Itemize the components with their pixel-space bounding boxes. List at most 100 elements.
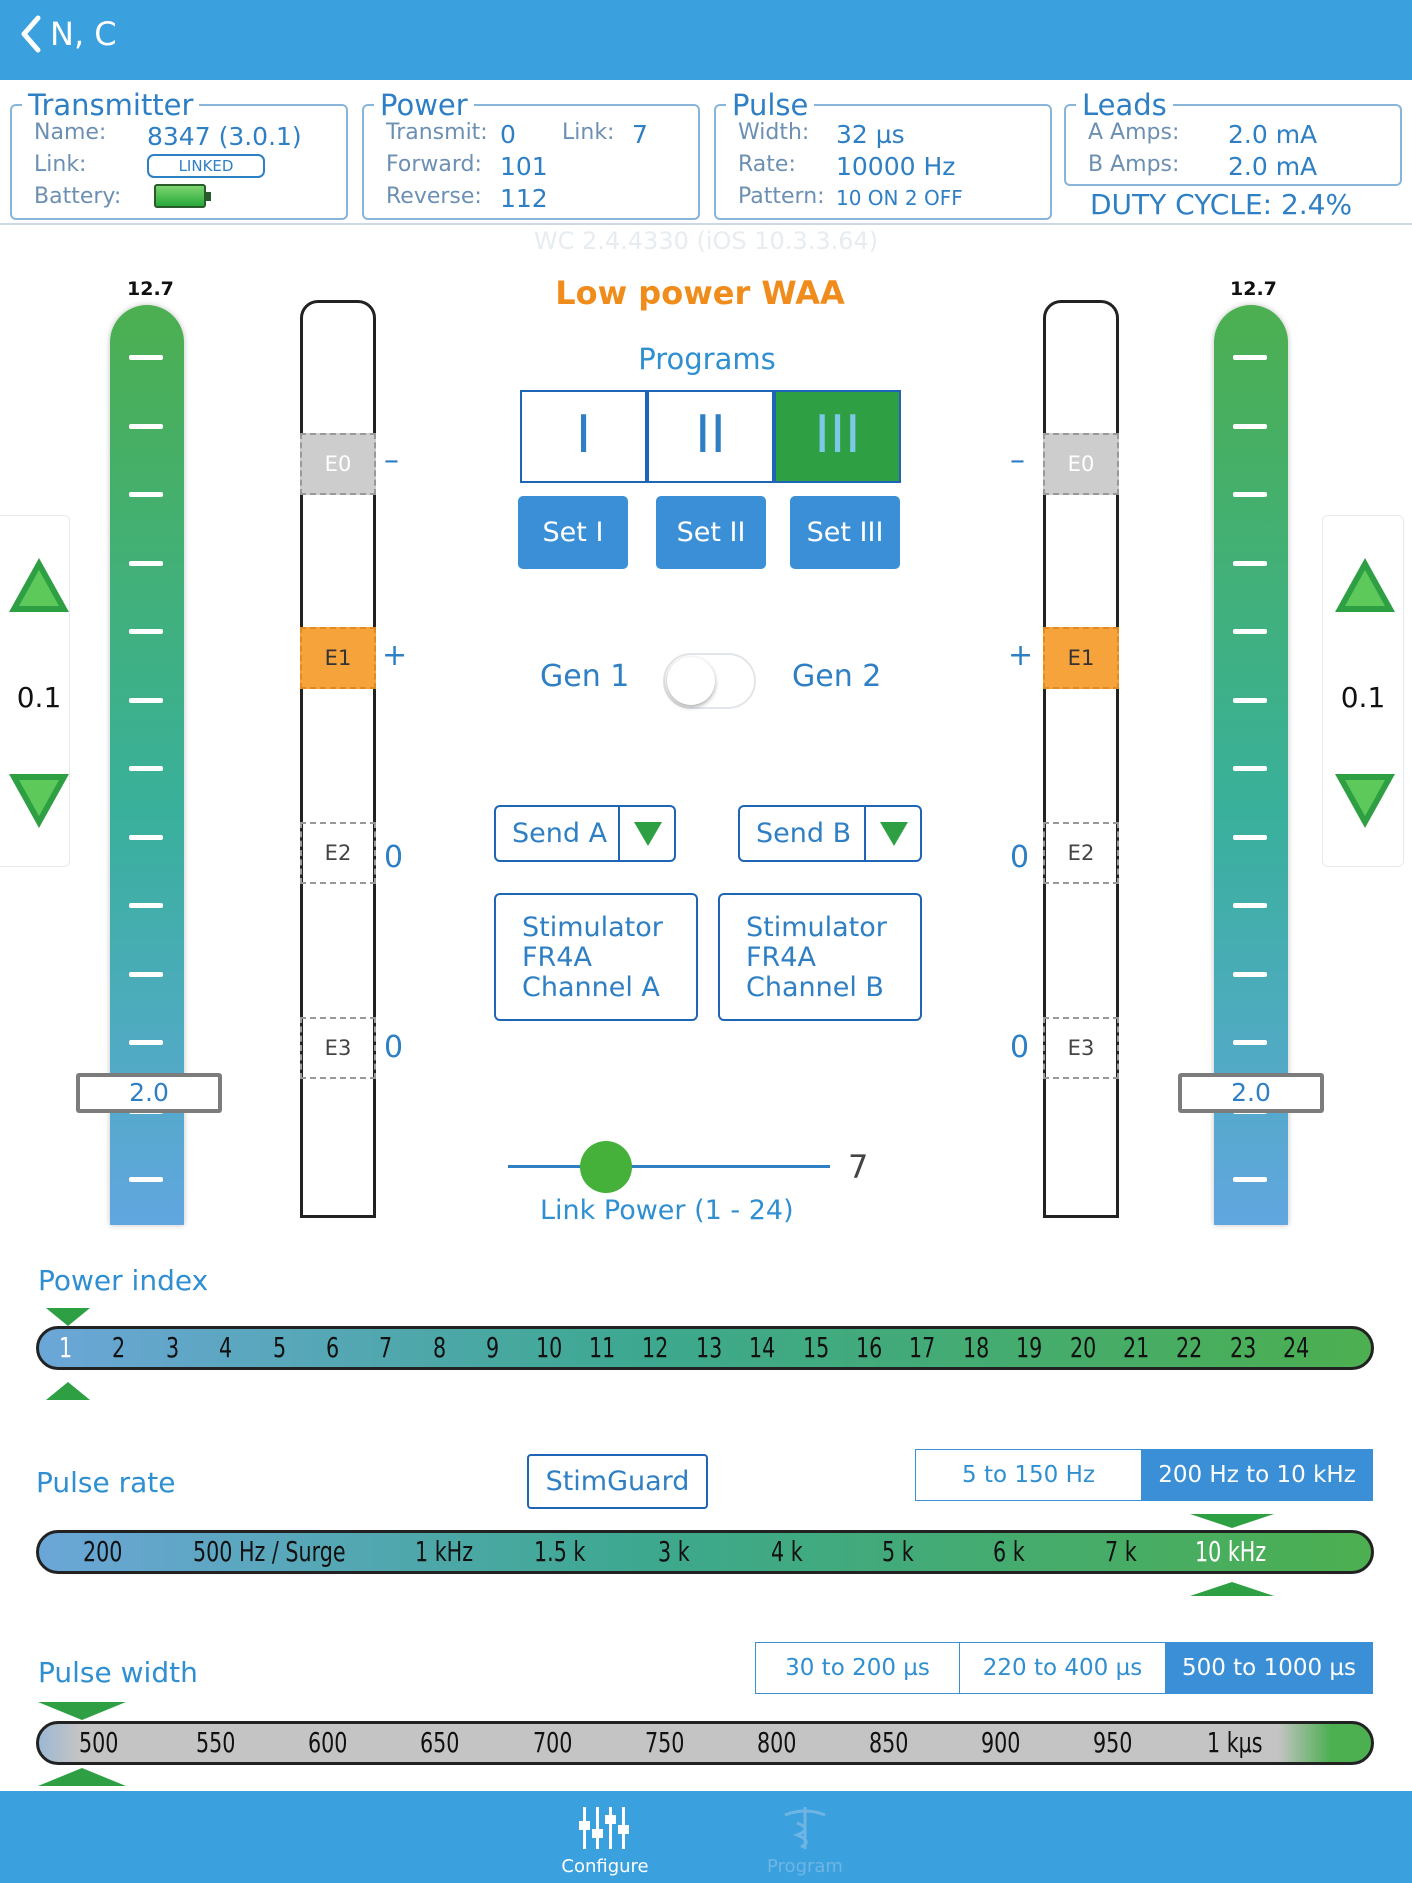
slider-tick [1233,355,1267,360]
pulse-width-option[interactable]: 550 [196,1726,236,1759]
pulse-panel: Pulse Width: 32 µs Rate: 10000 Hz Patter… [714,89,1052,220]
right-slider-thumb[interactable]: 2.0 [1178,1073,1324,1113]
increase-arrow-icon[interactable] [1333,556,1397,614]
pulse-rate-bar[interactable]: 200 500 Hz / Surge 1 kHz 1.5 k 3 k 4 k 5 k 6 k 7… [36,1530,1374,1574]
link-power-thumb[interactable] [580,1141,632,1193]
power-index-option[interactable]: 7 [379,1331,393,1364]
electrode-e2-left[interactable]: E2 [300,822,376,884]
right-slider-max: 12.7 [1230,278,1277,300]
power-index-option[interactable]: 8 [432,1331,446,1364]
rate-range-high[interactable]: 200 Hz to 10 kHz [1142,1450,1372,1500]
width-label: Width: [738,120,810,145]
power-index-option[interactable]: 14 [749,1331,776,1364]
send-a-button[interactable]: Send A [494,805,620,862]
pulse-width-range-selector: 30 to 200 µs 220 to 400 µs 500 to 1000 µ… [755,1642,1373,1694]
slider-tick [1233,766,1267,771]
left-slider-thumb[interactable]: 2.0 [76,1073,222,1113]
pulse-width-option[interactable]: 850 [869,1726,909,1759]
power-index-option[interactable]: 17 [909,1331,936,1364]
power-index-option[interactable]: 12 [642,1331,669,1364]
power-index-option[interactable]: 16 [856,1331,883,1364]
power-index-option[interactable]: 4 [219,1331,233,1364]
pulse-width-option[interactable]: 600 [308,1726,348,1759]
power-title: Power [374,89,474,121]
decrease-arrow-icon[interactable] [7,772,71,830]
pulse-width-option[interactable]: 700 [533,1726,573,1759]
pulse-width-option[interactable]: 900 [981,1726,1021,1759]
increase-arrow-icon[interactable] [7,556,71,614]
pulse-width-bar[interactable]: 500 550 600 650 700 750 800 850 900 950 1 kµs [36,1721,1374,1765]
power-index-option[interactable]: 3 [165,1331,179,1364]
power-index-option[interactable]: 15 [802,1331,829,1364]
power-index-option[interactable]: 11 [589,1331,616,1364]
pulse-rate-option[interactable]: 10 kHz [1195,1535,1267,1568]
pulse-rate-option[interactable]: 4 k [771,1535,803,1568]
generator-toggle[interactable] [663,653,756,709]
forward-value: 101 [500,152,548,181]
right-amplitude-slider[interactable] [1214,305,1288,1225]
stimulator-b-card[interactable]: Stimulator FR4A Channel B [718,893,922,1021]
power-index-option[interactable]: 23 [1229,1331,1257,1364]
pulse-width-option[interactable]: 1 kµs [1207,1726,1263,1759]
electrode-e1-right[interactable]: E1 [1043,627,1119,689]
electrode-e3-right[interactable]: E3 [1043,1017,1119,1079]
stimguard-button[interactable]: StimGuard [527,1454,708,1509]
pulse-rate-option[interactable]: 6 k [993,1535,1025,1568]
width-range-mid[interactable]: 220 to 400 µs [960,1643,1166,1693]
pattern-label: Pattern: [738,184,825,209]
electrode-e0-left[interactable]: E0 [300,433,376,495]
power-index-option[interactable]: 18 [962,1331,990,1364]
link-power-slider[interactable] [508,1165,830,1168]
stimulator-a-card[interactable]: Stimulator FR4A Channel A [494,893,698,1021]
back-button[interactable]: N, C [18,14,117,54]
tab-program[interactable]: Program [745,1805,865,1877]
top-bar: N, C [0,0,1412,80]
pulse-width-option[interactable]: 650 [420,1726,460,1759]
pulse-rate-option[interactable]: 7 k [1105,1535,1137,1568]
decrease-arrow-icon[interactable] [1333,772,1397,830]
send-a-dropdown[interactable] [618,805,676,862]
pulse-rate-option[interactable]: 5 k [882,1535,914,1568]
send-b-button[interactable]: Send B [738,805,866,862]
left-step-value: 0.1 [16,681,62,714]
width-range-high[interactable]: 500 to 1000 µs [1166,1643,1372,1693]
power-index-option[interactable]: 22 [1176,1331,1203,1364]
power-index-option[interactable]: 19 [1016,1331,1043,1364]
power-index-option[interactable]: 24 [1283,1331,1310,1364]
program-ii-button[interactable]: II [647,390,774,483]
power-index-option[interactable]: 9 [486,1331,500,1364]
set-iii-button[interactable]: Set III [790,496,900,569]
pulse-rate-option[interactable]: 1.5 k [534,1535,586,1568]
pulse-rate-option[interactable]: 200 [83,1535,123,1568]
power-index-option[interactable]: 20 [1069,1331,1096,1364]
set-i-button[interactable]: Set I [518,496,628,569]
pulse-rate-option[interactable]: 500 Hz / Surge [193,1535,346,1568]
electrode-e1-left[interactable]: E1 [300,627,376,689]
left-amplitude-slider[interactable] [110,305,184,1225]
power-index-option[interactable]: 10 [535,1331,562,1364]
send-b-dropdown[interactable] [864,805,922,862]
power-index-option[interactable]: 5 [272,1331,286,1364]
power-index-option[interactable]: 2 [112,1331,126,1364]
set-ii-button[interactable]: Set II [656,496,766,569]
rate-range-low[interactable]: 5 to 150 Hz [916,1450,1142,1500]
pulse-width-option[interactable]: 500 [79,1726,119,1759]
electrode-e2-right[interactable]: E2 [1043,822,1119,884]
power-index-option[interactable]: 6 [326,1331,340,1364]
pulse-width-option[interactable]: 800 [757,1726,797,1759]
electrode-e0-right[interactable]: E0 [1043,433,1119,495]
tab-configure[interactable]: Configure [545,1805,665,1877]
power-index-option[interactable]: 1 [59,1331,73,1364]
pulse-rate-option[interactable]: 1 kHz [415,1535,474,1568]
width-range-low[interactable]: 30 to 200 µs [756,1643,960,1693]
program-iii-button[interactable]: III [774,390,901,483]
pulse-rate-option[interactable]: 3 k [658,1535,690,1568]
power-index-option[interactable]: 13 [695,1331,723,1364]
pulse-width-option[interactable]: 750 [645,1726,685,1759]
power-index-option[interactable]: 21 [1123,1331,1150,1364]
link-label: Link: [34,152,87,177]
pulse-width-option[interactable]: 950 [1093,1726,1133,1759]
electrode-e3-left[interactable]: E3 [300,1017,376,1079]
program-i-button[interactable]: I [520,390,647,483]
